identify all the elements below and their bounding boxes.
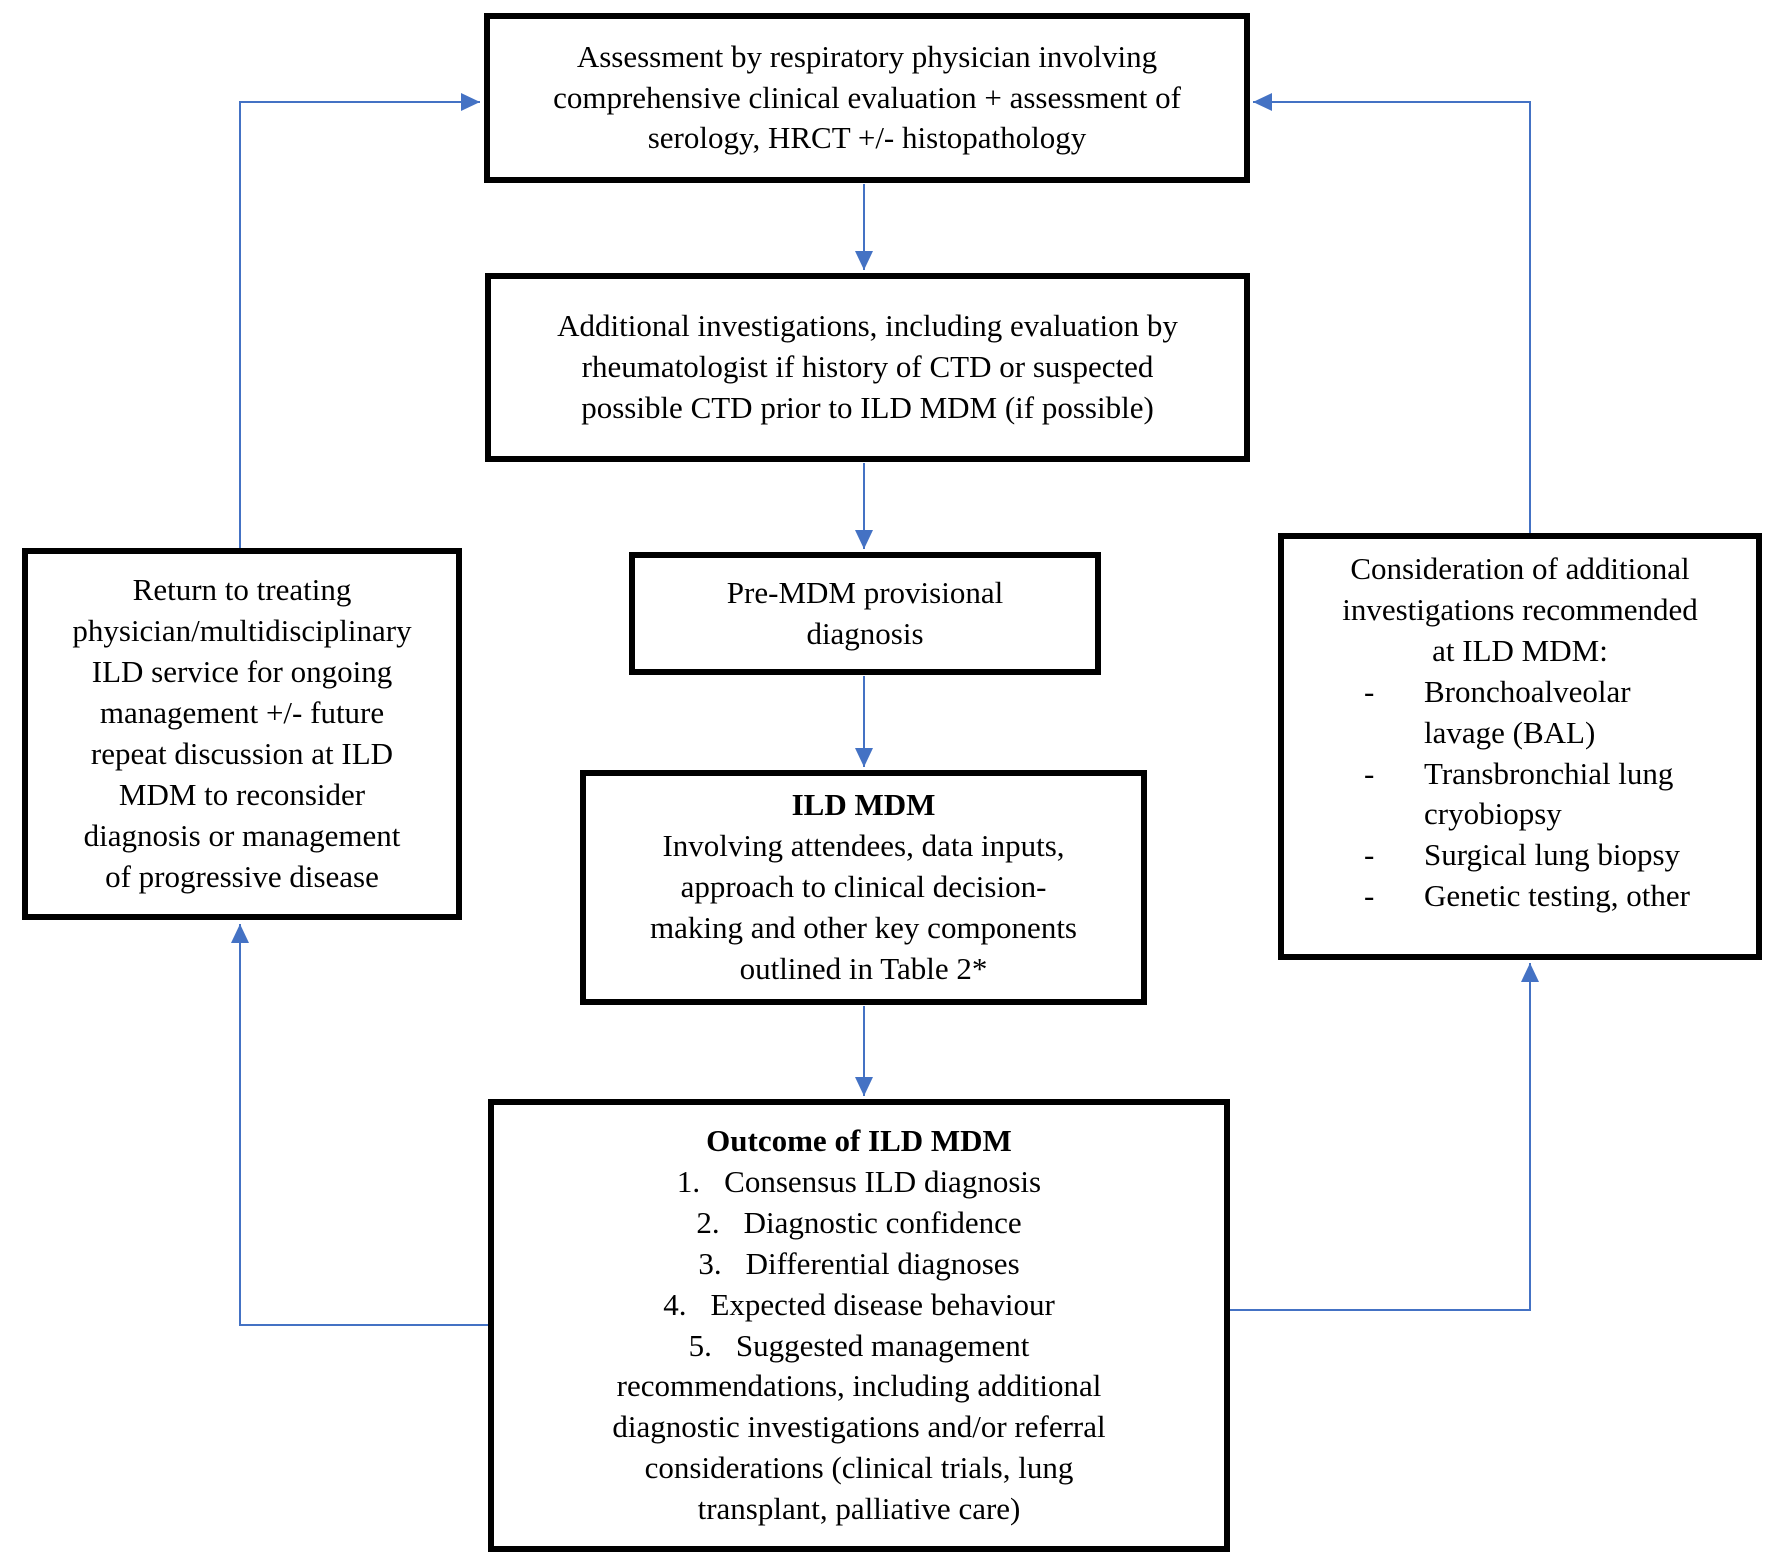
assessment-box: Assessment by respiratory physician invo… [484, 13, 1250, 183]
dash-bullet: - [1364, 755, 1375, 791]
arrow-outcome-to-consideration [1230, 963, 1539, 1311]
return-to-physician-box: Return to treating physician/multidiscip… [22, 548, 462, 920]
ild-mdm-box-title: ILD MDM [791, 787, 936, 823]
outcome-box: Outcome of ILD MDM 1. Consensus ILD diagn… [488, 1099, 1230, 1552]
outcome-item-number: 1. [676, 1163, 701, 1199]
pre-mdm-box-text: Pre-MDM provisional diagnosis [726, 574, 1004, 651]
outcome-item-text: Consensus ILD diagnosis [724, 1163, 1042, 1199]
outcome-item-number: 4. [663, 1286, 687, 1322]
outcome-list-item: 3. Differential diagnoses [494, 1244, 1224, 1285]
pre-mdm-box: Pre-MDM provisional diagnosis [629, 552, 1101, 675]
arrow-outcome-to-return [231, 924, 488, 1326]
outcome-item-number: 3. [698, 1245, 722, 1281]
outcome-item-text: Differential diagnoses [745, 1245, 1020, 1281]
outcome-item-number: 5. [688, 1327, 712, 1363]
consideration-list-item: - Bronchoalveolar lavage (BAL) [1284, 672, 1756, 754]
consideration-item-text: Surgical lung biopsy [1424, 837, 1681, 873]
consideration-item-text: Genetic testing, other [1424, 878, 1690, 914]
consideration-box-heading: Consideration of additional investigatio… [1342, 551, 1698, 668]
consideration-item-text: Transbronchial lung cryobiopsy [1424, 755, 1674, 832]
arrow-return-to-assessment [239, 93, 480, 548]
consideration-box: Consideration of additional investigatio… [1278, 533, 1762, 960]
consideration-item-text: Bronchoalveolar lavage (BAL) [1424, 673, 1631, 750]
outcome-item-text: Expected disease behaviour [710, 1286, 1055, 1322]
additional-investigations-box-text: Additional investigations, including eva… [557, 308, 1178, 425]
dash-bullet: - [1364, 878, 1375, 914]
consideration-list-item: - Transbronchial lung cryobiopsy [1284, 754, 1756, 836]
outcome-list-item: 2. Diagnostic confidence [494, 1203, 1224, 1244]
outcome-list-item: 4. Expected disease behaviour [494, 1285, 1224, 1326]
arrow-consideration-to-assessment [1253, 93, 1531, 533]
assessment-box-text: Assessment by respiratory physician invo… [553, 38, 1181, 156]
outcome-box-title: Outcome of ILD MDM [706, 1122, 1012, 1158]
return-to-physician-box-text: Return to treating physician/multidiscip… [72, 572, 412, 894]
dash-bullet: - [1364, 837, 1375, 873]
outcome-list-item: 5.Suggested management recommendations, … [494, 1326, 1224, 1531]
outcome-list-item: 1. Consensus ILD diagnosis [494, 1162, 1224, 1203]
dash-bullet: - [1364, 673, 1375, 709]
outcome-item-text: Suggested management recommendations, in… [612, 1327, 1106, 1527]
additional-investigations-box: Additional investigations, including eva… [485, 273, 1250, 462]
outcome-item-text: Diagnostic confidence [743, 1204, 1022, 1240]
ild-mdm-box: ILD MDM Involving attendees, data inputs… [580, 770, 1147, 1005]
outcome-item-number: 2. [696, 1204, 720, 1240]
ild-mdm-box-text: Involving attendees, data inputs, approa… [649, 828, 1077, 986]
consideration-list-item: - Surgical lung biopsy [1284, 835, 1756, 876]
consideration-list-item: - Genetic testing, other [1284, 876, 1756, 917]
